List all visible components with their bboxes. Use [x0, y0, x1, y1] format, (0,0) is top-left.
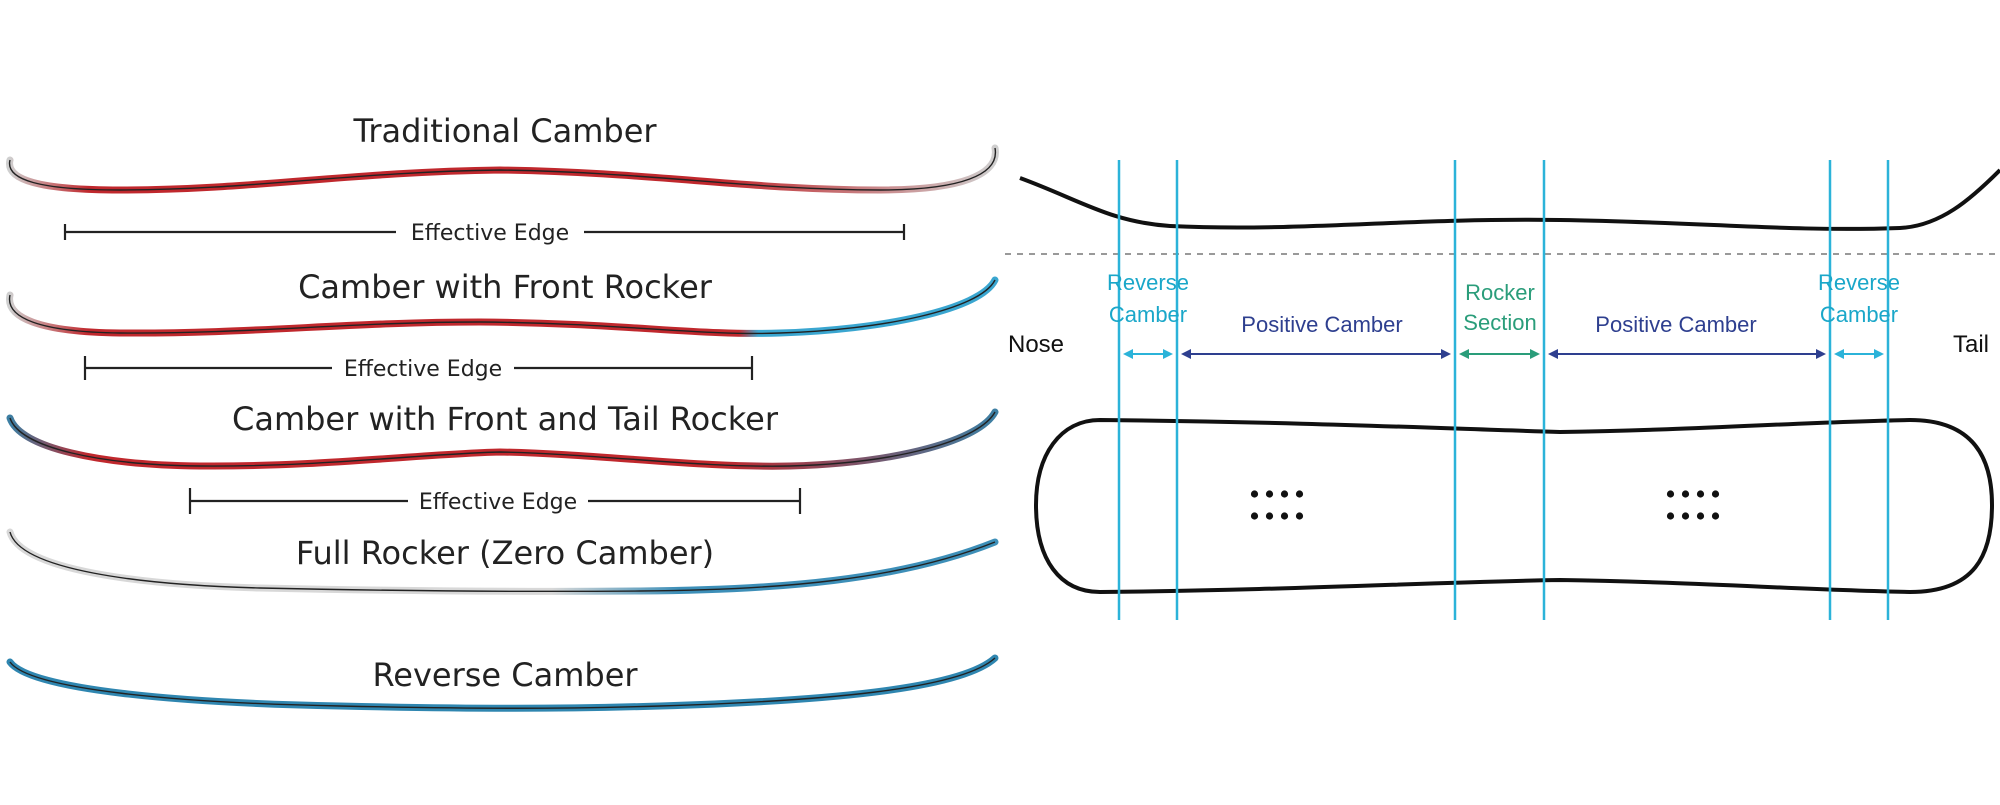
board-traditional-camber-outline — [8, 147, 997, 191]
board-camber-front-rocker-outline — [8, 279, 996, 335]
tail-label: Tail — [1953, 331, 1989, 358]
insert-hole — [1696, 512, 1705, 520]
board-traditional-camber — [6, 144, 999, 194]
board-top-view — [1033, 417, 1995, 595]
profile-title: Camber with Front Rocker — [298, 268, 713, 306]
camber-profiles-panel: Traditional Camber Effective Edge Camber… — [6, 112, 999, 712]
insert-hole — [1681, 512, 1690, 520]
insert-hole — [1711, 512, 1720, 520]
zone-label-positive-camber-rear: Positive Camber — [1595, 312, 1756, 337]
effective-edge-label: Effective Edge — [411, 221, 569, 246]
zone-label-positive-camber-front: Positive Camber — [1241, 312, 1402, 337]
profile-reverse-camber: Reverse Camber — [6, 654, 999, 712]
camber-zones-panel: Nose Tail Reverse Camber Positive Camber… — [1005, 160, 2000, 620]
profile-title: Traditional Camber — [352, 112, 657, 150]
profile-title: Reverse Camber — [372, 656, 638, 694]
insert-hole — [1280, 512, 1289, 520]
insert-hole — [1250, 512, 1259, 520]
profile-full-rocker: Full Rocker (Zero Camber) — [6, 528, 999, 595]
effective-edge-label: Effective Edge — [419, 490, 577, 515]
insert-hole — [1265, 512, 1274, 520]
insert-hole — [1666, 490, 1675, 498]
effective-edge-marker — [188, 488, 802, 514]
zone-label-reverse-camber-nose-line1: Reverse — [1107, 270, 1189, 295]
profile-traditional-camber: Traditional Camber Effective Edge — [6, 112, 999, 246]
zone-label-reverse-camber-nose-line2: Camber — [1109, 302, 1187, 327]
insert-hole — [1696, 490, 1705, 498]
zone-guide-lines — [1117, 160, 1890, 620]
binding-inserts-front — [1250, 490, 1304, 520]
binding-inserts-rear — [1666, 490, 1720, 520]
board-reverse-camber-outline — [9, 657, 996, 709]
insert-hole — [1666, 512, 1675, 520]
zone-label-reverse-camber-tail-line2: Camber — [1820, 302, 1898, 327]
effective-edge-marker — [63, 224, 906, 240]
zone-label-rocker-section-line2: Section — [1463, 310, 1536, 335]
zone-label-rocker-section-line1: Rocker — [1465, 280, 1535, 305]
insert-hole — [1295, 512, 1304, 520]
board-full-rocker-outline — [9, 531, 996, 593]
insert-hole — [1265, 490, 1274, 498]
insert-hole — [1295, 490, 1304, 498]
board-side-profile — [1019, 168, 2000, 231]
profile-title: Camber with Front and Tail Rocker — [232, 400, 779, 438]
insert-hole — [1681, 490, 1690, 498]
board-camber-front-tail-rocker-outline — [9, 411, 996, 467]
profile-camber-front-tail-rocker: Camber with Front and Tail Rocker Effect… — [6, 400, 999, 515]
effective-edge-marker — [83, 356, 754, 380]
insert-hole — [1711, 490, 1720, 498]
insert-hole — [1250, 490, 1259, 498]
effective-edge-label: Effective Edge — [344, 357, 502, 382]
insert-hole — [1280, 490, 1289, 498]
profile-camber-front-rocker: Camber with Front Rocker Effective Edge — [6, 268, 999, 382]
nose-label: Nose — [1008, 331, 1064, 358]
zone-label-reverse-camber-tail-line1: Reverse — [1818, 270, 1900, 295]
profile-title: Full Rocker (Zero Camber) — [296, 534, 714, 572]
